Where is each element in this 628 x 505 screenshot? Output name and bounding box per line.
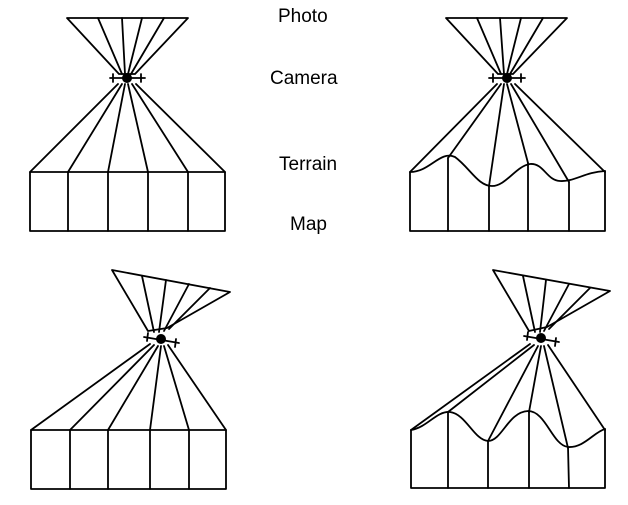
- camera-icon: [523, 331, 560, 347]
- map-grid: [410, 410, 606, 489]
- photo-label: Photo: [278, 6, 328, 27]
- camera-label: Camera: [270, 68, 338, 89]
- photo-plane: [492, 269, 611, 332]
- terrain-profile: [409, 154, 606, 187]
- photo-plane: [111, 269, 231, 332]
- ground-rays: [30, 343, 227, 431]
- camera-icon: [143, 332, 180, 348]
- photo-rays: [522, 275, 591, 333]
- photo-rays: [97, 17, 165, 75]
- photo-rays: [141, 275, 211, 333]
- map-label: Map: [290, 214, 327, 235]
- panel-vertical-relief: [409, 17, 606, 232]
- ground-rays: [409, 83, 606, 187]
- panel-tilted-flat: [30, 269, 231, 490]
- ground-rays: [29, 83, 226, 173]
- terrain-label: Terrain: [279, 154, 338, 175]
- map-grid: [30, 429, 227, 490]
- photo-rays: [476, 17, 544, 75]
- panel-tilted-relief: [410, 269, 611, 489]
- photo-plane: [445, 17, 568, 75]
- camera-icon: [109, 73, 146, 83]
- camera-icon: [488, 73, 526, 83]
- ground-rays: [410, 343, 606, 449]
- terrain-profile: [410, 410, 606, 448]
- map-grid: [409, 157, 606, 232]
- panel-vertical-flat: [29, 17, 226, 232]
- photo-plane: [66, 17, 189, 75]
- map-grid: [29, 171, 226, 232]
